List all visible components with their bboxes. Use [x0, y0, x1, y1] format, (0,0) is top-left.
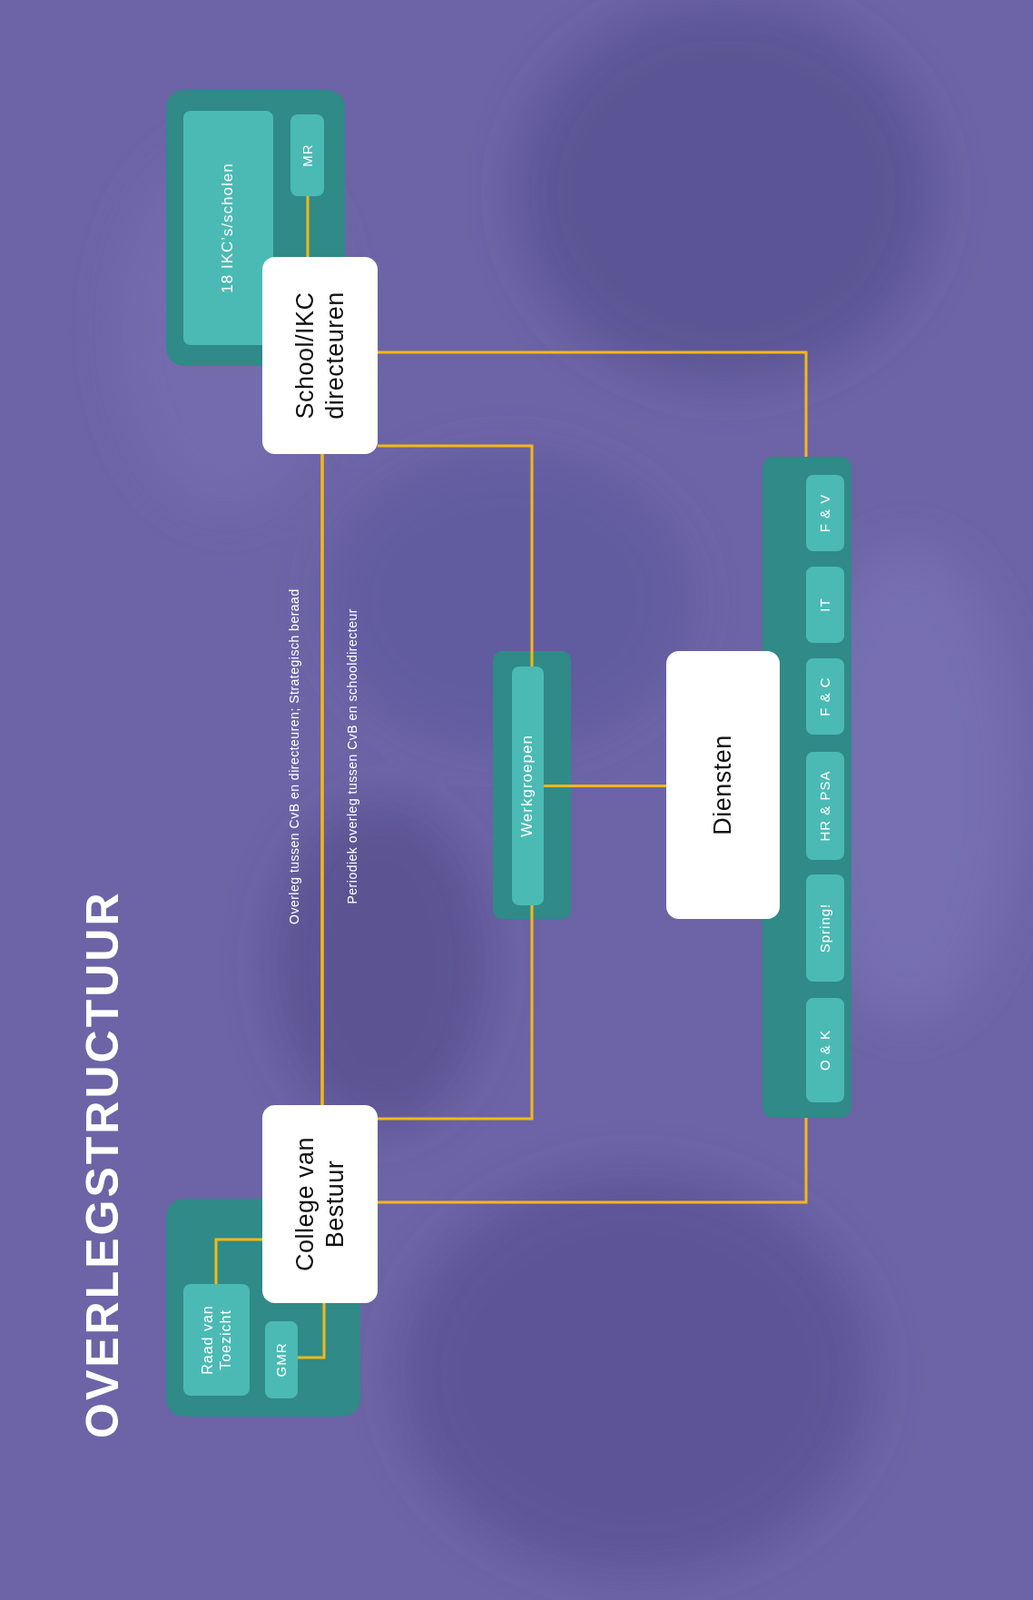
box-label: Spring!: [816, 903, 834, 954]
connector-line: [321, 453, 325, 1105]
unit-box: Spring!: [806, 874, 845, 982]
unit-box: MR: [290, 114, 325, 197]
unit-box: IT: [806, 566, 845, 643]
unit-box: F & C: [806, 658, 845, 735]
connector-label: Periodiek overleg tussen CvB en schooldi…: [344, 608, 360, 904]
unit-box: HR & PSA: [806, 751, 845, 860]
photo-shade: [399, 1172, 872, 1573]
unit-box: GMR: [265, 1320, 298, 1398]
box-label: Diensten: [708, 734, 738, 836]
unit-box: Raad van Toezicht: [183, 1283, 250, 1396]
box-label: HR & PSA: [816, 769, 834, 841]
box-label: O & K: [816, 1029, 834, 1071]
box-label: 18 IKC’s/scholen: [218, 162, 237, 293]
connector-line: [321, 453, 325, 1105]
diagram-title: OVERLEGSTRUCTUUR: [76, 889, 129, 1438]
connector-line: [377, 905, 532, 1119]
unit-box: O & K: [806, 997, 845, 1102]
connector-line: [377, 352, 807, 457]
box-label: Werkgroepen: [518, 734, 537, 837]
box-label: F & V: [816, 493, 834, 533]
box-label: College van Bestuur: [290, 1111, 350, 1296]
box-label: MR: [299, 143, 316, 167]
main-box: College van Bestuur: [262, 1104, 378, 1303]
box-label: School/IKC directeuren: [290, 264, 350, 447]
unit-box: F & V: [806, 474, 845, 551]
connector-line: [543, 784, 667, 788]
photo-light: [798, 546, 1017, 1019]
connector-label: Overleg tussen CvB en directeuren; Strat…: [286, 588, 302, 925]
connector-line: [216, 1239, 263, 1284]
unit-box: Werkgroepen: [511, 666, 544, 906]
box-label: F & C: [816, 676, 834, 716]
blurred-photo: [118, 1, 1017, 1573]
photo-shade: [272, 800, 491, 1128]
box-label: IT: [816, 597, 834, 611]
photo-shade: [517, 1, 935, 384]
box-label: GMR: [273, 1342, 290, 1378]
unit-box: 18 IKC’s/scholen: [183, 110, 274, 345]
connector-line: [297, 1302, 325, 1358]
connector-line: [377, 1117, 807, 1202]
main-box: School/IKC directeuren: [262, 256, 378, 454]
connector-line: [377, 445, 532, 667]
box-label: Raad van Toezicht: [198, 1290, 234, 1388]
connector-line: [306, 196, 310, 257]
main-box: Diensten: [666, 650, 780, 919]
